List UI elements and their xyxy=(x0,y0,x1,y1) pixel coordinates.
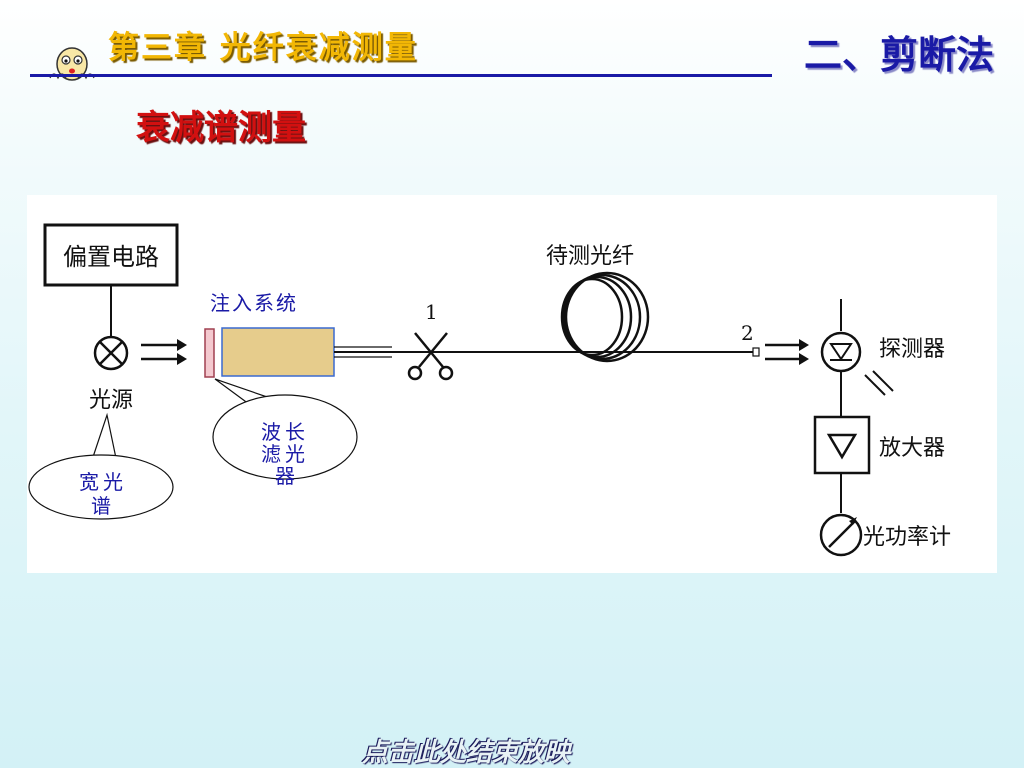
slide-title: 衰减谱测量 xyxy=(136,108,306,148)
detector-arrows-icon xyxy=(765,339,809,365)
fiber-under-test-label: 待测光纤 xyxy=(546,244,634,269)
callout-broad-spectrum-pointer xyxy=(90,412,118,464)
detector-label: 探测器 xyxy=(879,337,945,362)
injection-system-box xyxy=(221,327,335,377)
power-meter-icon xyxy=(819,513,863,557)
header-divider xyxy=(30,74,772,77)
light-source-icon xyxy=(93,335,129,371)
amplifier-box xyxy=(813,415,871,475)
power-meter-label: 光功率计 xyxy=(863,525,951,550)
chapter-title: 第三章 光纤衰减测量 xyxy=(108,30,418,66)
section-title: 二、剪断法 xyxy=(803,33,994,77)
injection-system-label: 注入系统 xyxy=(210,291,298,315)
source-arrows-icon xyxy=(141,339,187,365)
mascot-icon xyxy=(49,47,95,81)
callout-broad-spectrum-line-1: 宽光 xyxy=(79,470,127,494)
scissors-icon xyxy=(407,332,454,381)
callout-wavelength-filter-line-1: 波长 xyxy=(261,420,309,444)
wavelength-filter xyxy=(204,328,215,378)
bias-circuit-label: 偏置电路 xyxy=(63,243,159,271)
light-source-label: 光源 xyxy=(89,388,133,413)
bias-circuit-box xyxy=(43,223,179,287)
fiber-coil-icon xyxy=(560,271,650,363)
callout-wavelength-filter-line-3: 器 xyxy=(275,464,295,488)
cut-point-1-label: 1 xyxy=(425,300,438,324)
callout-broad-spectrum-line-2: 谱 xyxy=(91,494,111,518)
callout-wavelength-filter xyxy=(212,394,358,480)
amplifier-icon xyxy=(826,433,858,460)
callout-broad-spectrum xyxy=(28,454,174,520)
cut-point-2-label: 2 xyxy=(741,321,754,345)
cutback-attenuation-diagram: 偏置电路 光源 注入系统 待测 xyxy=(27,195,997,573)
detector-icon xyxy=(820,331,862,373)
callout-wavelength-filter-line-2: 滤光 xyxy=(261,442,309,466)
end-slideshow-link[interactable]: 点击此处结束放映 xyxy=(362,738,571,768)
amplifier-label: 放大器 xyxy=(879,436,945,461)
